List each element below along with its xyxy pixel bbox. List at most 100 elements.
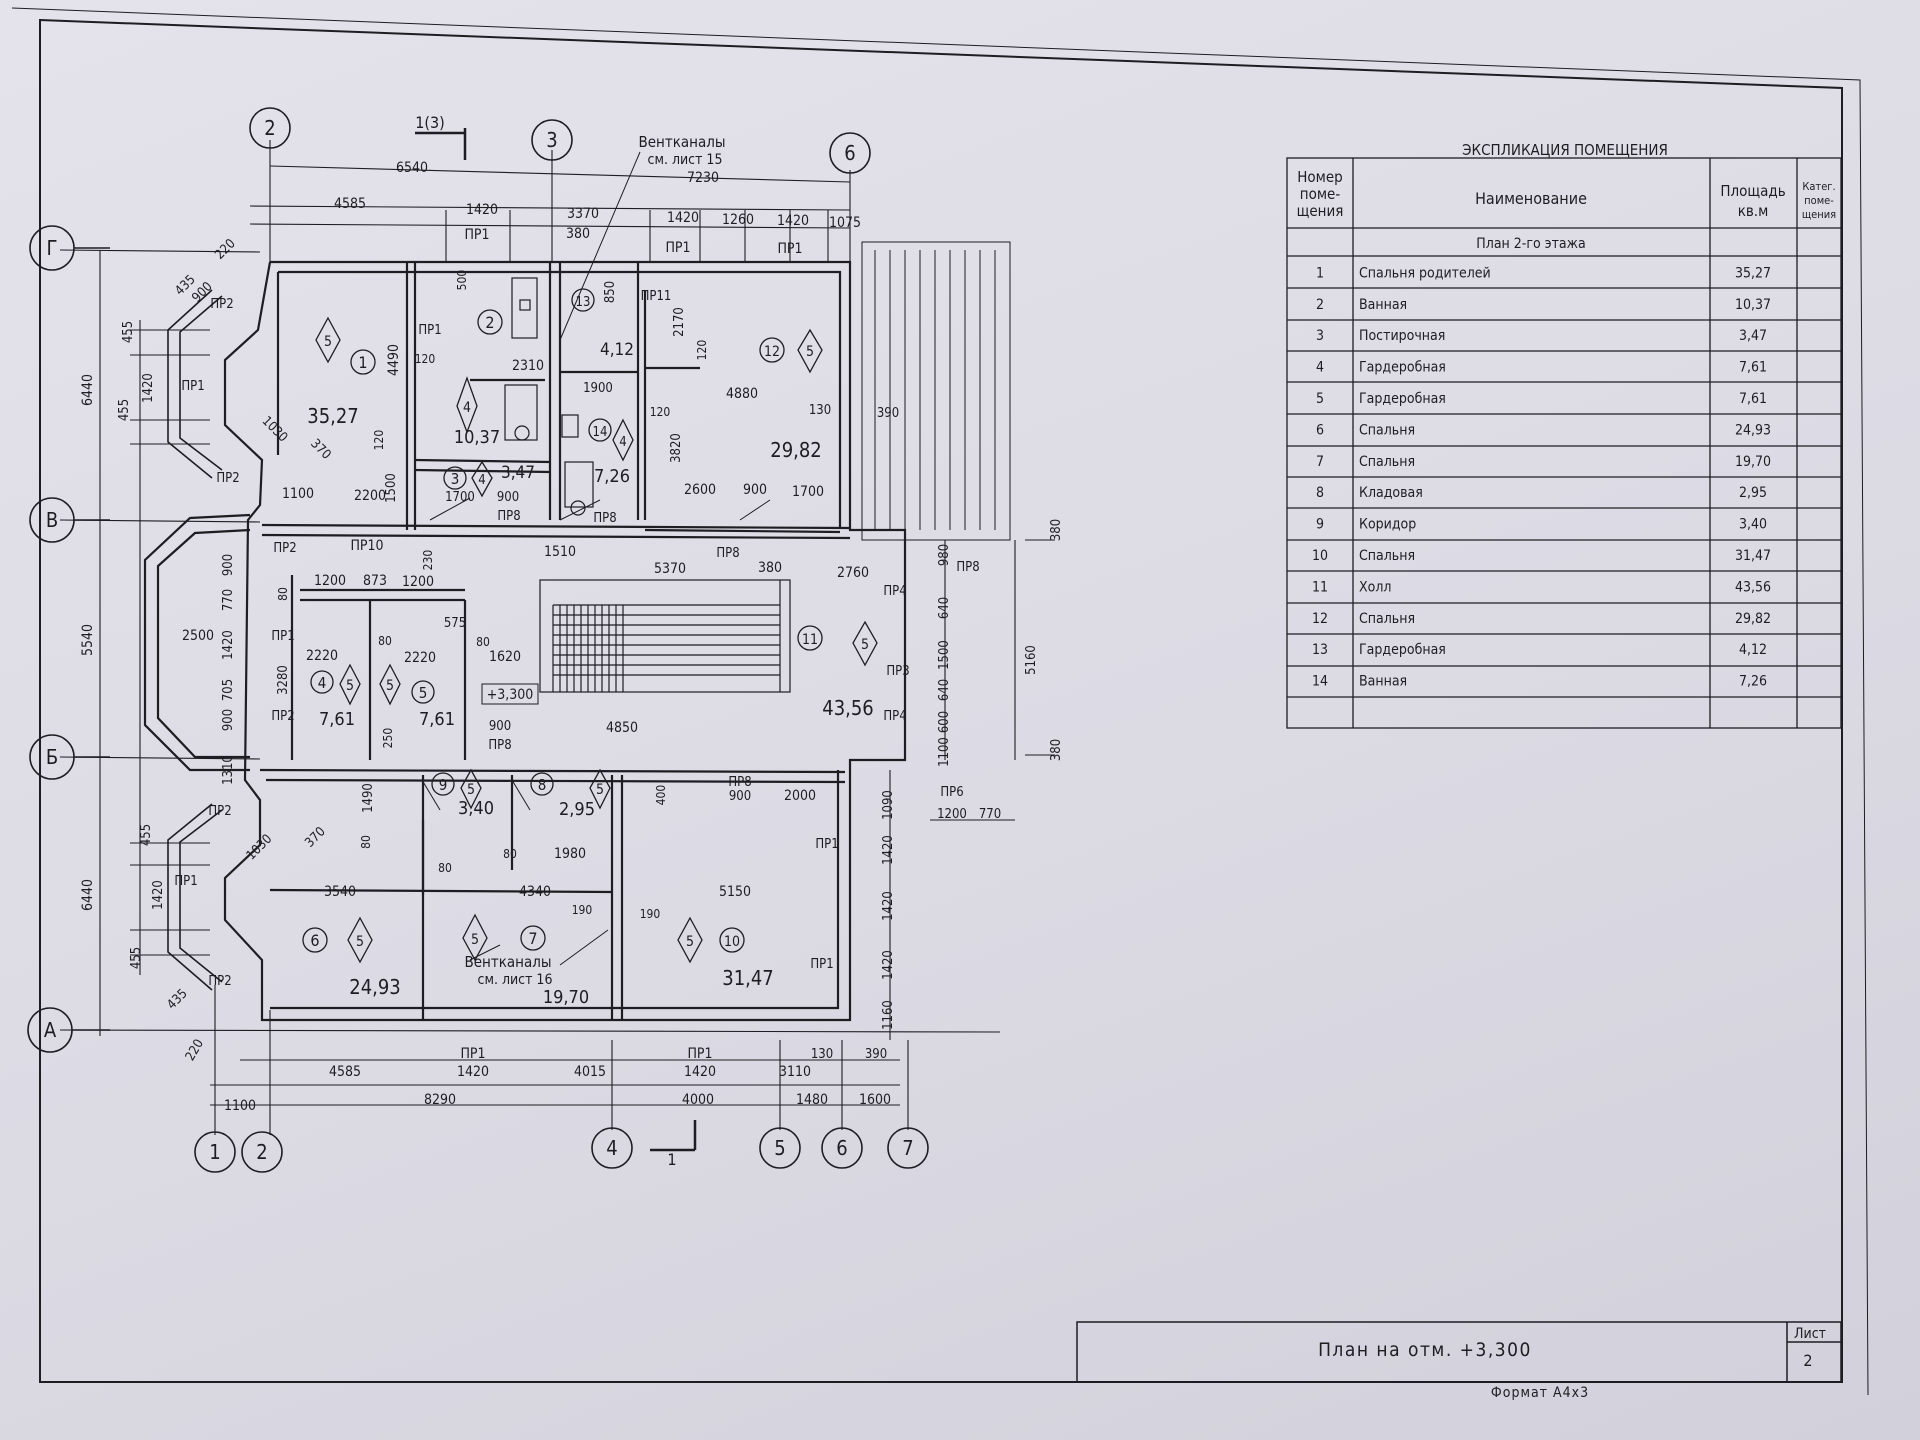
dim-1200-b: 1200 <box>402 574 434 590</box>
row-area: 35,27 <box>1735 265 1771 281</box>
room-circle-9 <box>431 772 455 796</box>
diamond-mark-r6: 5 <box>356 934 364 950</box>
dim-600: 600 <box>937 711 952 733</box>
room-circle-7 <box>520 925 546 951</box>
row-number: 1 <box>1316 265 1324 281</box>
opening-pr1-top-right: ПР1 <box>777 241 802 257</box>
dim-380-a: 380 <box>758 560 782 576</box>
opening-pr8-c: ПР8 <box>716 546 739 561</box>
room-no-1: 1 <box>358 353 367 372</box>
header-area-l2: кв.м <box>1738 202 1769 220</box>
row-number: 10 <box>1312 548 1328 564</box>
dim-900-c: 900 <box>489 719 511 734</box>
axis-label-7: 7 <box>902 1136 913 1160</box>
area-room-6: 24,93 <box>349 975 401 999</box>
axis-bubble-2 <box>241 1131 283 1173</box>
dim-220-b: 220 <box>183 1037 207 1064</box>
grid-axes <box>27 107 929 1173</box>
axis-label-2-top: 2 <box>264 116 275 140</box>
axis-bubble-4 <box>591 1127 633 1169</box>
axis-bubble-5 <box>759 1127 801 1169</box>
dim-640-b: 640 <box>937 679 952 701</box>
axis-bubble-1 <box>194 1131 236 1173</box>
opening-pr1-top-mid: ПР1 <box>665 240 690 256</box>
room-circle-3 <box>443 466 467 490</box>
row-name: Спальня родителей <box>1359 265 1491 281</box>
room-no-6: 6 <box>310 931 319 950</box>
header-name: Наименование <box>1475 189 1587 208</box>
dim-1700-b: 1700 <box>445 490 475 505</box>
dim-1260: 1260 <box>722 212 754 228</box>
dim-4340: 4340 <box>519 884 551 900</box>
section-mark-top: 1(3) <box>415 113 445 132</box>
room-no-13: 13 <box>576 295 591 310</box>
dim-2170: 2170 <box>672 307 687 337</box>
area-room-10: 31,47 <box>722 966 774 990</box>
row-name: Спальня <box>1359 548 1415 564</box>
dim-900-f: 900 <box>221 709 236 731</box>
dim-380-c: 380 <box>1049 739 1064 761</box>
dim-1900: 1900 <box>583 381 613 396</box>
dim-455-b: 455 <box>117 399 132 421</box>
opening-pr2-bottom-upper: ПР2 <box>208 804 231 819</box>
dim-1510: 1510 <box>544 544 576 560</box>
row-name: Ванная <box>1359 297 1407 313</box>
row-area: 29,82 <box>1735 611 1771 627</box>
dim-1420-left-b: 1420 <box>151 880 166 910</box>
room-no-3: 3 <box>451 470 460 488</box>
sheet-label: Лист <box>1794 1326 1826 1342</box>
row-area: 7,61 <box>1739 360 1767 376</box>
dim-1420-f: 1420 <box>221 630 236 660</box>
row-name: Гардеробная <box>1359 642 1446 658</box>
opening-pr10: ПР10 <box>350 538 383 554</box>
dim-1420-top-b: 1420 <box>667 210 699 226</box>
row-area: 3,40 <box>1739 517 1767 533</box>
row-area: 31,47 <box>1735 548 1771 564</box>
dim-1310: 1310 <box>221 755 236 785</box>
axis-label-6-top: 6 <box>844 141 855 165</box>
dim-1100-int: 1100 <box>282 486 314 502</box>
opening-pr2-hall-left: ПР2 <box>271 709 294 724</box>
room-no-2: 2 <box>485 313 494 332</box>
dim-370-a: 370 <box>307 436 333 462</box>
room-marks <box>302 288 878 964</box>
dim-1620: 1620 <box>489 649 521 665</box>
format-label: Формат А4х3 <box>1491 1385 1589 1401</box>
dim-4585-bottom: 4585 <box>329 1064 361 1080</box>
row-name: Гардеробная <box>1359 391 1446 407</box>
opening-pr8-d: ПР8 <box>488 738 511 753</box>
dim-900-a: 900 <box>743 482 767 498</box>
axis-label-b: Б <box>46 745 58 769</box>
room-circle-2 <box>477 309 503 335</box>
opening-pr2-lower: ПР2 <box>216 471 239 486</box>
dim-190-a: 190 <box>572 903 593 917</box>
room-circle-5 <box>411 680 435 704</box>
dim-980: 980 <box>937 544 952 566</box>
dim-120-a: 120 <box>415 352 436 366</box>
dim-1980: 1980 <box>554 846 586 862</box>
diamond-r4 <box>339 663 361 706</box>
row-name: Гардеробная <box>1359 360 1446 376</box>
header-category-l1: Катег. <box>1802 180 1835 193</box>
dim-770-b: 770 <box>221 589 236 611</box>
axis-label-v: В <box>46 508 58 532</box>
header-area-l1: Площадь <box>1720 182 1785 200</box>
axis-label-g: Г <box>47 236 58 260</box>
opening-pr6: ПР6 <box>940 785 963 800</box>
opening-pr2-corridor: ПР2 <box>273 541 296 556</box>
dim-455-c: 455 <box>139 824 154 846</box>
diamond-r11 <box>852 620 878 667</box>
opening-pr8-a: ПР8 <box>497 509 520 524</box>
row-area: 10,37 <box>1735 297 1771 313</box>
row-number: 5 <box>1316 391 1324 407</box>
opening-pr8-b: ПР8 <box>593 511 616 526</box>
vent-top-line1: Вентканалы <box>638 133 725 151</box>
section-row: План 2-го этажа <box>1476 236 1585 252</box>
vent-bottom-line1: Вентканалы <box>464 953 551 971</box>
opening-pr4-b: ПР4 <box>883 709 906 724</box>
opening-pr8-e: ПР8 <box>728 775 751 790</box>
sheet-frame <box>39 18 1843 1383</box>
dim-1600: 1600 <box>859 1092 891 1108</box>
diamond-mark-r10: 5 <box>686 934 694 950</box>
